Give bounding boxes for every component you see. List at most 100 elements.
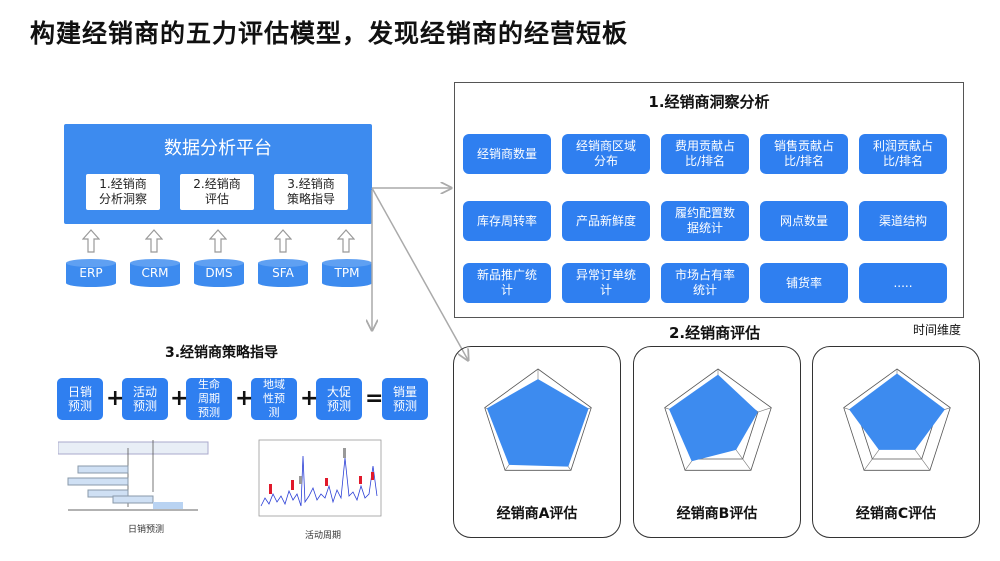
page-title: 构建经销商的五力评估模型，发现经销商的经营短板: [30, 19, 629, 48]
radar-chart: [664, 368, 772, 471]
activity-forecast-chart: [258, 439, 382, 517]
analysis-tile[interactable]: 经销商区域 分布: [562, 134, 650, 174]
platform-tile-label: 2.经销商 评估: [193, 177, 241, 206]
strategy-tile[interactable]: 大促 预测: [316, 378, 362, 420]
database-icon: [258, 259, 308, 287]
analysis-tile[interactable]: 渠道结构: [859, 201, 947, 241]
strategy-tile[interactable]: 生命 周期 预测: [186, 378, 232, 420]
strategy-tile-label: 活动 预测: [132, 385, 157, 413]
radar-series-area: [486, 379, 589, 467]
plus-operator: +: [170, 386, 189, 411]
database-label: ERP: [79, 266, 103, 280]
analysis-tile-label: 网点数量: [779, 213, 828, 228]
radar-card-label: 经销商A评估: [496, 506, 578, 522]
radar-card-b: 经销商B评估: [633, 346, 801, 538]
radar-card-label: 经销商C评估: [855, 506, 937, 522]
plus-operator: +: [106, 386, 125, 411]
strategy-title: 3.经销商策略指导: [165, 345, 279, 361]
strategy-tile[interactable]: 日销 预测: [57, 378, 103, 420]
platform-tile-label: 1.经销商 分析洞察: [98, 177, 147, 206]
strategy-tile[interactable]: 地域 性预 测: [251, 378, 297, 420]
evaluation-title: 2.经销商评估: [669, 324, 761, 342]
connector-to-evaluation: [371, 187, 468, 360]
database-erp: ERP: [65, 258, 117, 288]
analysis-tile[interactable]: 新品推广统 计: [463, 263, 551, 303]
database-label: CRM: [141, 266, 169, 280]
up-arrow-icon: [274, 229, 292, 253]
strategy-tile-label: 大促 预测: [326, 385, 351, 413]
radar-card-c: 经销商C评估: [812, 346, 980, 538]
database-icon: [130, 259, 180, 287]
radar-chart: [843, 368, 951, 471]
radar-series-area: [849, 373, 945, 450]
analysis-tile-label: .....: [893, 275, 913, 290]
analysis-tile[interactable]: 异常订单统 计: [562, 263, 650, 303]
analysis-tile-label: 经销商数量: [476, 146, 537, 161]
strategy-tile[interactable]: 活动 预测: [122, 378, 168, 420]
radar-grid-ring: [664, 368, 772, 471]
analysis-tile[interactable]: 产品新鲜度: [562, 201, 650, 241]
up-arrow-icon: [82, 229, 100, 253]
analysis-tile-label: 异常订单统 计: [575, 268, 636, 297]
database-dms: DMS: [193, 258, 245, 288]
strategy-tile-label: 生命 周期 预测: [198, 378, 220, 419]
database-label: TPM: [334, 266, 360, 280]
database-icon: [322, 259, 372, 287]
platform-tile-strategy[interactable]: 3.经销商 策略指导: [274, 174, 348, 210]
radar-chart: [484, 368, 592, 471]
strategy-tile[interactable]: 销量 预测: [382, 378, 428, 420]
plus-operator: +: [235, 386, 254, 411]
analysis-tile-label: 渠道结构: [878, 213, 927, 228]
analysis-tile-label: 新品推广统 计: [476, 268, 537, 297]
up-arrow-icon: [145, 229, 163, 253]
radar-grid-ring: [843, 368, 951, 471]
strategy-tile-label: 销量 预测: [392, 385, 417, 413]
database-icon: [194, 259, 244, 287]
time-dimension-label: 时间维度: [913, 323, 962, 337]
diagram-caption-right: 活动周期: [305, 531, 342, 541]
analysis-tile-label: 经销商区域 分布: [575, 139, 636, 168]
daily-forecast-diagram: [58, 440, 209, 511]
radar-grid-ring: [484, 368, 592, 471]
analysis-tile[interactable]: 市场占有率 统计: [661, 263, 749, 303]
analysis-panel: 1.经销商洞察分析: [454, 82, 964, 318]
analysis-tile[interactable]: 库存周转率: [463, 201, 551, 241]
platform-tile-label: 3.经销商 策略指导: [286, 177, 335, 206]
analysis-tile-label: 利润贡献占 比/排名: [872, 139, 933, 168]
up-arrow-icon: [337, 229, 355, 253]
platform-tile-insight[interactable]: 1.经销商 分析洞察: [86, 174, 160, 210]
analysis-tile-label: 产品新鲜度: [575, 213, 636, 228]
analysis-tile[interactable]: 履约配置数 据统计: [661, 201, 749, 241]
analysis-tile-label: 市场占有率 统计: [674, 268, 735, 297]
analysis-tile[interactable]: 利润贡献占 比/排名: [859, 134, 947, 174]
analysis-tile[interactable]: 经销商数量: [463, 134, 551, 174]
platform-title: 数据分析平台: [164, 138, 272, 159]
analysis-tile-label: 履约配置数 据统计: [674, 206, 735, 235]
database-icon: [66, 259, 116, 287]
database-label: DMS: [205, 266, 233, 280]
up-arrow-icon: [209, 229, 227, 253]
analysis-tile[interactable]: 销售贡献占 比/排名: [760, 134, 848, 174]
equals-operator: =: [365, 386, 384, 411]
data-platform-panel: 数据分析平台 1.经销商 分析洞察 2.经销商 评估 3.经销商 策略指导: [64, 124, 372, 224]
radar-card-label: 经销商B评估: [676, 506, 758, 522]
analysis-tile[interactable]: 网点数量: [760, 201, 848, 241]
analysis-tile-label: 费用贡献占 比/排名: [674, 139, 735, 168]
analysis-tile[interactable]: .....: [859, 263, 947, 303]
analysis-tile-label: 铺货率: [785, 275, 822, 290]
plus-operator: +: [300, 386, 319, 411]
database-sfa: SFA: [257, 258, 309, 288]
analysis-tile[interactable]: 费用贡献占 比/排名: [661, 134, 749, 174]
analysis-title: 1.经销商洞察分析: [648, 93, 770, 111]
analysis-tile[interactable]: 铺货率: [760, 263, 848, 303]
database-crm: CRM: [129, 258, 181, 288]
platform-tile-evaluation[interactable]: 2.经销商 评估: [180, 174, 254, 210]
analysis-tile-label: 销售贡献占 比/排名: [773, 139, 834, 168]
radar-series-area: [669, 374, 758, 462]
strategy-tile-label: 日销 预测: [67, 385, 92, 413]
database-tpm: TPM: [321, 258, 373, 288]
radar-card-a: 经销商A评估: [453, 346, 621, 538]
strategy-tile-label: 地域 性预 测: [263, 378, 285, 419]
database-label: SFA: [272, 266, 294, 280]
